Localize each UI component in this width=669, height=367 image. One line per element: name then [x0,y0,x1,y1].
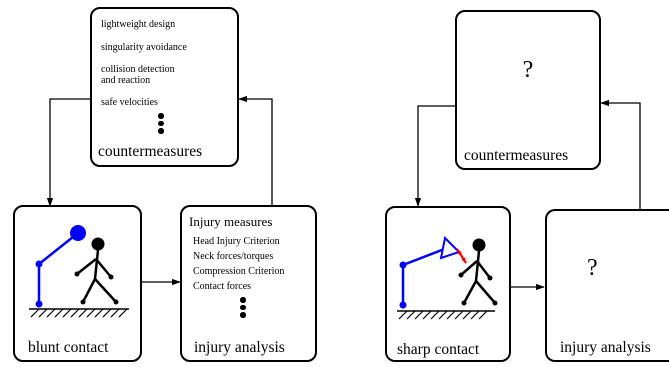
sharp-contact-box: sharp contact [385,206,511,362]
arrow-countermeasures-to-contact [46,98,90,207]
arrow-analysis-to-countermeasures [238,95,273,205]
force-arrow-icon-reverse [456,248,467,264]
sharp-tool-icon [439,235,461,260]
countermeasure-item: safe velocities [101,97,158,108]
blunt-contact-box: blunt contact [13,205,142,362]
countermeasures-unknown: ? [522,57,534,83]
ellipsis-icon [158,113,164,136]
injury-measure-item: Neck forces/torques [193,251,274,262]
arrow-analysis-to-countermeasures-right [600,99,641,211]
sharp-contact-label: sharp contact [397,341,480,358]
countermeasure-item: singularity avoidance [101,42,187,53]
ground-hatch [30,308,128,318]
injury-measures-title: Injury measures [189,214,273,229]
injury-analysis-box: Injury measures Head Injury Criterion Ne… [180,205,317,362]
injury-analysis-box-right: ? injury analysis [545,209,669,362]
ellipsis-icon [240,297,246,320]
human-figure [74,237,119,305]
injury-measure-item: Contact forces [193,281,252,292]
countermeasures-box: lightweight design singularity avoidance… [90,7,239,167]
countermeasures-box-right: ? countermeasures [455,10,601,170]
human-figure [458,238,498,306]
injury-measure-item: Head Injury Criterion [193,236,280,247]
countermeasures-label: countermeasures [98,143,203,160]
countermeasure-item: lightweight design [101,19,176,30]
robot-arm-sharp [399,246,448,309]
arrow-countermeasures-to-contact-right [414,105,455,207]
countermeasures-label-right: countermeasures [464,147,569,164]
countermeasure-item: and reaction [101,75,151,86]
countermeasure-item: collision detection [101,64,175,75]
injury-measure-item: Compression Criterion [193,266,285,277]
blunt-contact-illustration [29,225,129,318]
robot-arm [35,225,86,308]
injury-analysis-label: injury analysis [194,339,285,356]
robot-end-effector-ball [70,225,86,241]
sharp-contact-illustration [397,235,498,320]
ground-hatch [398,310,488,320]
blunt-contact-label: blunt contact [28,339,109,356]
injury-analysis-label-right: injury analysis [560,339,651,356]
injury-analysis-unknown: ? [587,255,598,281]
